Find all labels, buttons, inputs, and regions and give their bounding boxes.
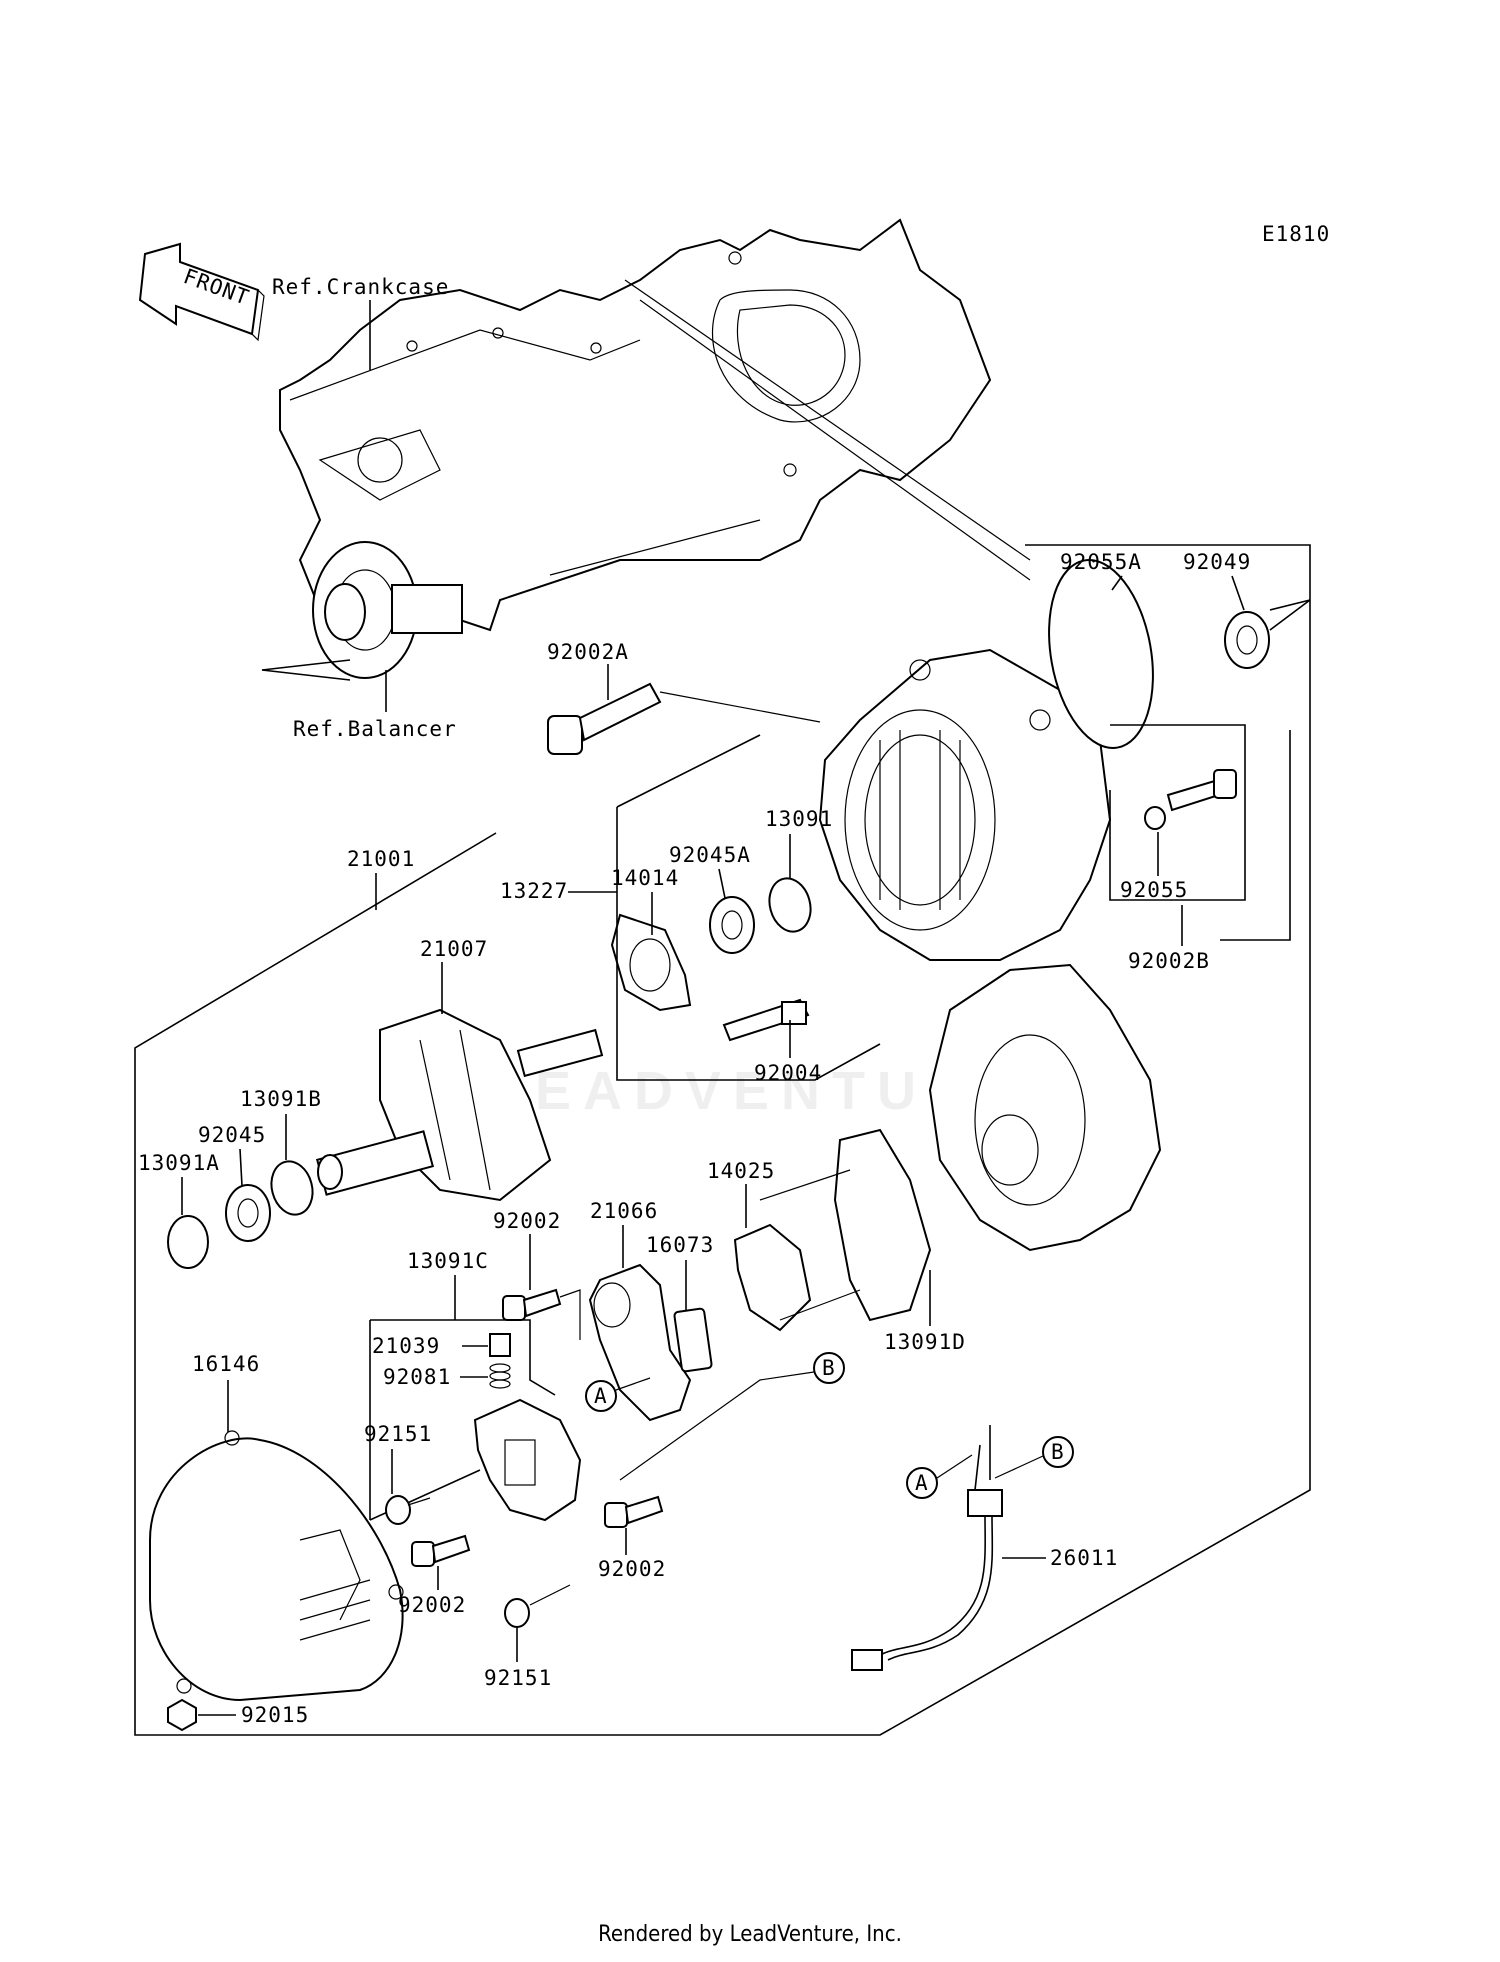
part-label-92055: 92055 bbox=[1120, 878, 1188, 902]
part-label-92002B: 92002B bbox=[1128, 949, 1210, 973]
regulator-body-drawing bbox=[473, 1398, 582, 1522]
part-label-92015: 92015 bbox=[241, 1703, 309, 1727]
part-label-13091C: 13091C bbox=[407, 1249, 489, 1273]
svg-text:B: B bbox=[1051, 1440, 1065, 1464]
oring-92055A-icon bbox=[1048, 559, 1154, 749]
nut-92015-icon bbox=[167, 1698, 197, 1732]
callout-a-upper-icon: A bbox=[585, 1380, 617, 1412]
part-label-92045A: 92045A bbox=[669, 843, 751, 867]
callout-b-lower-icon: B bbox=[1042, 1436, 1074, 1468]
part-label-21039: 21039 bbox=[372, 1334, 440, 1358]
part-label-21001: 21001 bbox=[347, 847, 415, 871]
part-label-16073: 16073 bbox=[646, 1233, 714, 1257]
bolt-92002B-icon bbox=[1166, 769, 1237, 812]
seal-13091A-icon bbox=[167, 1215, 209, 1269]
part-label-92055A: 92055A bbox=[1060, 550, 1142, 574]
callout-a-lower-icon: A bbox=[906, 1467, 938, 1499]
diagram-code: E1810 bbox=[1262, 222, 1330, 246]
part-label-92081: 92081 bbox=[383, 1365, 451, 1389]
svg-text:A: A bbox=[915, 1471, 929, 1495]
part-label-92002A: 92002A bbox=[547, 640, 629, 664]
crankcase-drawing bbox=[279, 218, 1031, 632]
part-label-13091: 13091 bbox=[765, 807, 833, 831]
stator-housing-drawing bbox=[818, 648, 1112, 961]
rear-housing-drawing bbox=[928, 963, 1162, 1252]
part-label-14025: 14025 bbox=[707, 1159, 775, 1183]
balancer-drawing bbox=[312, 541, 463, 679]
part-label-21066: 21066 bbox=[590, 1199, 658, 1223]
part-label-92002-right: 92002 bbox=[598, 1557, 666, 1581]
part-label-92045: 92045 bbox=[198, 1123, 266, 1147]
bearing-92045-icon bbox=[225, 1184, 271, 1242]
bolt-92002A-icon bbox=[547, 682, 662, 755]
part-label-92002-mid: 92002 bbox=[398, 1593, 466, 1617]
seal-13091-icon bbox=[768, 877, 812, 933]
ref-crankcase-label: Ref.Crankcase bbox=[272, 275, 449, 299]
rotor-21007-icon bbox=[315, 1008, 604, 1202]
part-label-21007: 21007 bbox=[420, 937, 488, 961]
oring-92055-icon bbox=[1144, 806, 1166, 830]
cover-16146-icon bbox=[149, 1430, 404, 1702]
part-label-13091B: 13091B bbox=[240, 1087, 322, 1111]
part-label-92002-top: 92002 bbox=[493, 1209, 561, 1233]
bolt-92002-top-icon bbox=[502, 1288, 562, 1321]
front-arrow-icon: FRONT bbox=[138, 242, 265, 342]
svg-text:B: B bbox=[822, 1356, 836, 1380]
bolt-92002-right-icon bbox=[604, 1495, 664, 1528]
lead-wire-26011-icon bbox=[851, 1425, 1003, 1671]
bearing-92045A-icon bbox=[709, 896, 755, 954]
ref-balancer-label: Ref.Balancer bbox=[293, 717, 457, 741]
brush-16073-icon bbox=[673, 1307, 713, 1373]
screw-92151-top-icon bbox=[385, 1495, 431, 1525]
part-label-92151-bottom: 92151 bbox=[484, 1666, 552, 1690]
part-label-14014: 14014 bbox=[611, 866, 679, 890]
bearing-92049-icon bbox=[1224, 611, 1270, 669]
part-label-92151-top: 92151 bbox=[364, 1422, 432, 1446]
stud-92004-icon bbox=[722, 998, 810, 1042]
watermark-text: LEADVENTURE bbox=[490, 1061, 1028, 1121]
regulator-13091D-icon bbox=[833, 1128, 932, 1322]
part-label-13227: 13227 bbox=[500, 879, 568, 903]
part-label-16146: 16146 bbox=[192, 1352, 260, 1376]
part-label-13091A: 13091A bbox=[138, 1151, 220, 1175]
part-label-13091D: 13091D bbox=[884, 1330, 966, 1354]
brush-21039-icon bbox=[489, 1333, 511, 1357]
footer-credit: Rendered by LeadVenture, Inc. bbox=[598, 1922, 902, 1947]
part-label-92004: 92004 bbox=[754, 1061, 822, 1085]
callout-b-upper-icon: B bbox=[813, 1352, 845, 1384]
bolt-92002-mid-icon bbox=[411, 1534, 471, 1567]
part-label-26011: 26011 bbox=[1050, 1546, 1118, 1570]
holder-14025-icon bbox=[733, 1223, 812, 1332]
spring-92081-icon bbox=[489, 1363, 511, 1389]
svg-text:A: A bbox=[594, 1384, 608, 1408]
part-label-92049: 92049 bbox=[1183, 550, 1251, 574]
screw-92151-bottom-icon bbox=[504, 1598, 530, 1628]
brush-holder-21066-icon bbox=[588, 1263, 692, 1422]
plate-14014-icon bbox=[610, 913, 692, 1012]
seal-13091B-icon bbox=[270, 1160, 314, 1216]
